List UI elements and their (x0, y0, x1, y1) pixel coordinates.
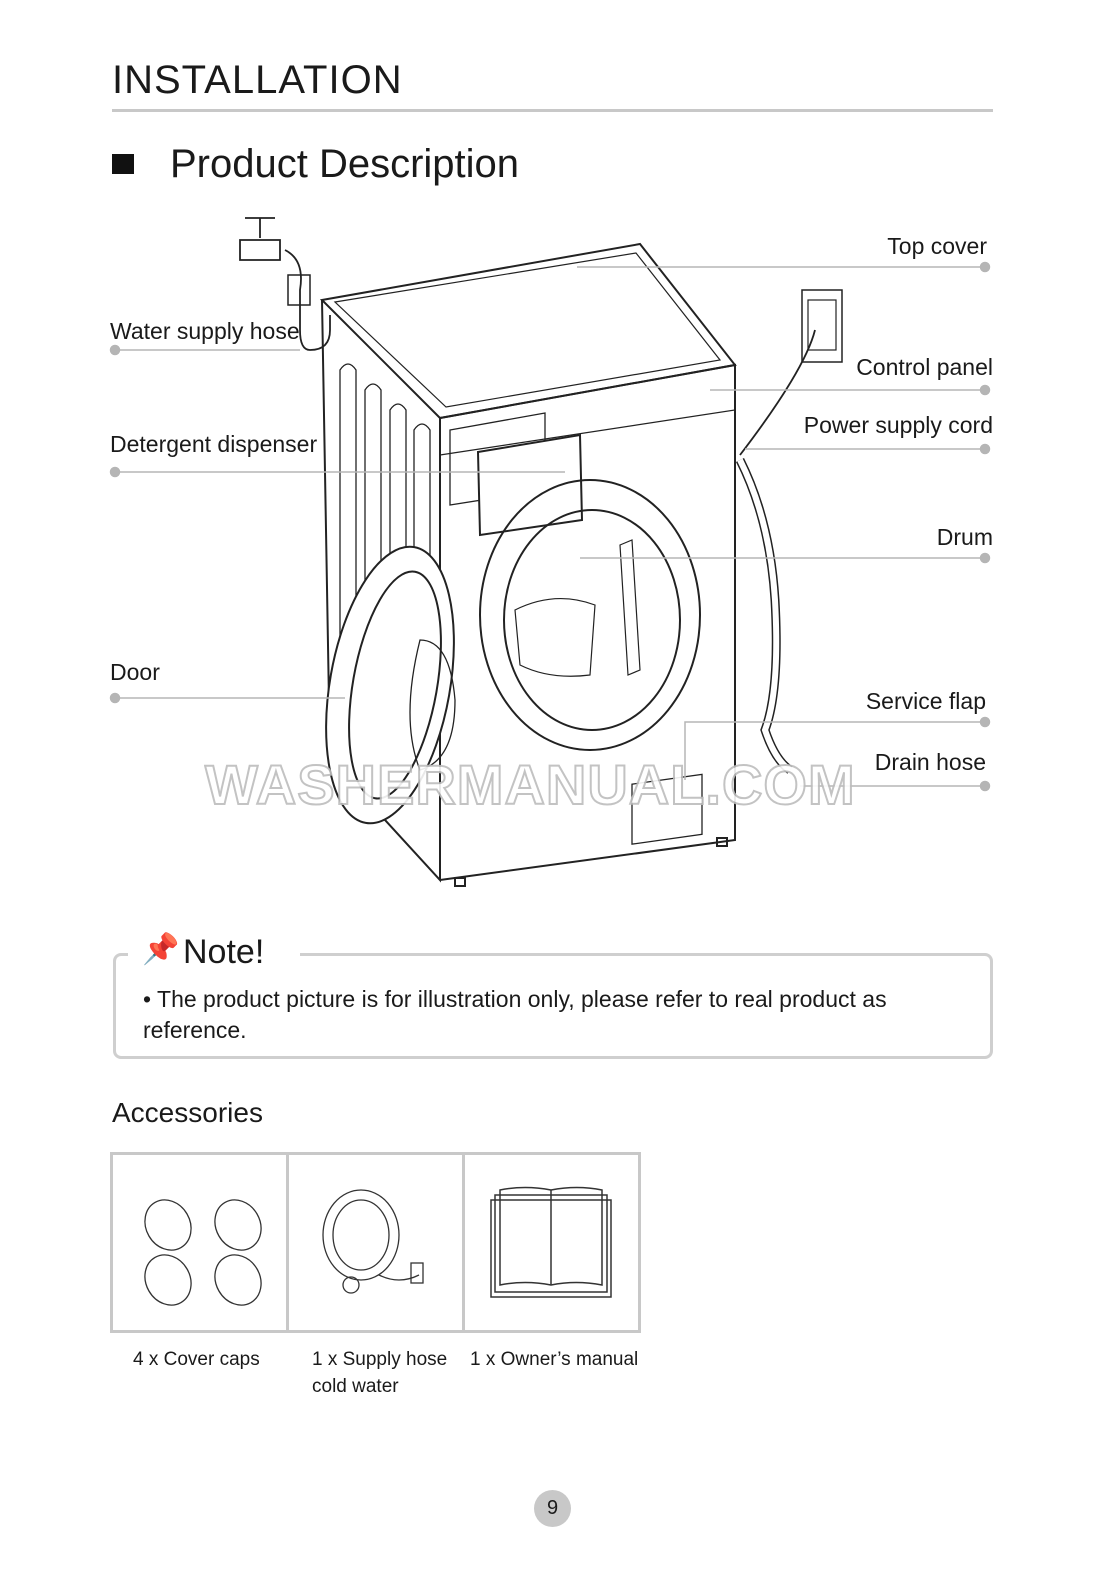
caption-supply-hose-line1: 1 x Supply hose (312, 1349, 448, 1370)
section-title: Product Description (170, 142, 520, 186)
page-number: 9 (534, 1490, 571, 1527)
accessories-table (110, 1152, 641, 1333)
note-box (113, 953, 993, 1059)
accessory-cover-caps (113, 1155, 289, 1330)
label-detergent-dispenser: Detergent dispenser (110, 431, 318, 457)
caption-supply-hose: 1 x Supply hose cold water (312, 1346, 447, 1400)
door-shape (325, 545, 455, 825)
accessory-owners-manual (465, 1155, 638, 1330)
drum-outer (479, 479, 701, 751)
accessories-title: Accessories (112, 1097, 263, 1128)
accessory-supply-hose (289, 1155, 465, 1330)
pushpin-icon: 📌 (142, 933, 180, 966)
caption-cover-caps: 4 x Cover caps (133, 1349, 260, 1370)
label-water-supply-hose: Water supply hose (110, 318, 300, 344)
caption-owners-manual: 1 x Owner’s manual (470, 1349, 639, 1370)
note-title: Note! (183, 933, 265, 971)
title-divider (112, 109, 993, 112)
manual-book-icon (490, 1186, 612, 1298)
label-control-panel: Control panel (856, 354, 993, 380)
note-title-gap (128, 945, 300, 965)
label-top-cover: Top cover (887, 233, 987, 259)
label-power-supply-cord: Power supply cord (803, 412, 993, 438)
top-cover-dot (979, 261, 991, 273)
cover-caps-icon (144, 1199, 262, 1306)
page-title: INSTALLATION (112, 58, 403, 102)
note-text: • The product picture is for illustratio… (143, 986, 887, 1043)
label-drain-hose: Drain hose (874, 749, 986, 775)
section-bullet-icon (112, 154, 134, 174)
label-service-flap: Service flap (865, 688, 986, 714)
label-drum: Drum (936, 524, 993, 550)
label-door: Door (110, 659, 160, 685)
watermark: WASHERMANUAL.COM (204, 752, 856, 817)
caption-supply-hose-line2: cold water (312, 1376, 399, 1397)
supply-hose-icon (322, 1189, 424, 1294)
